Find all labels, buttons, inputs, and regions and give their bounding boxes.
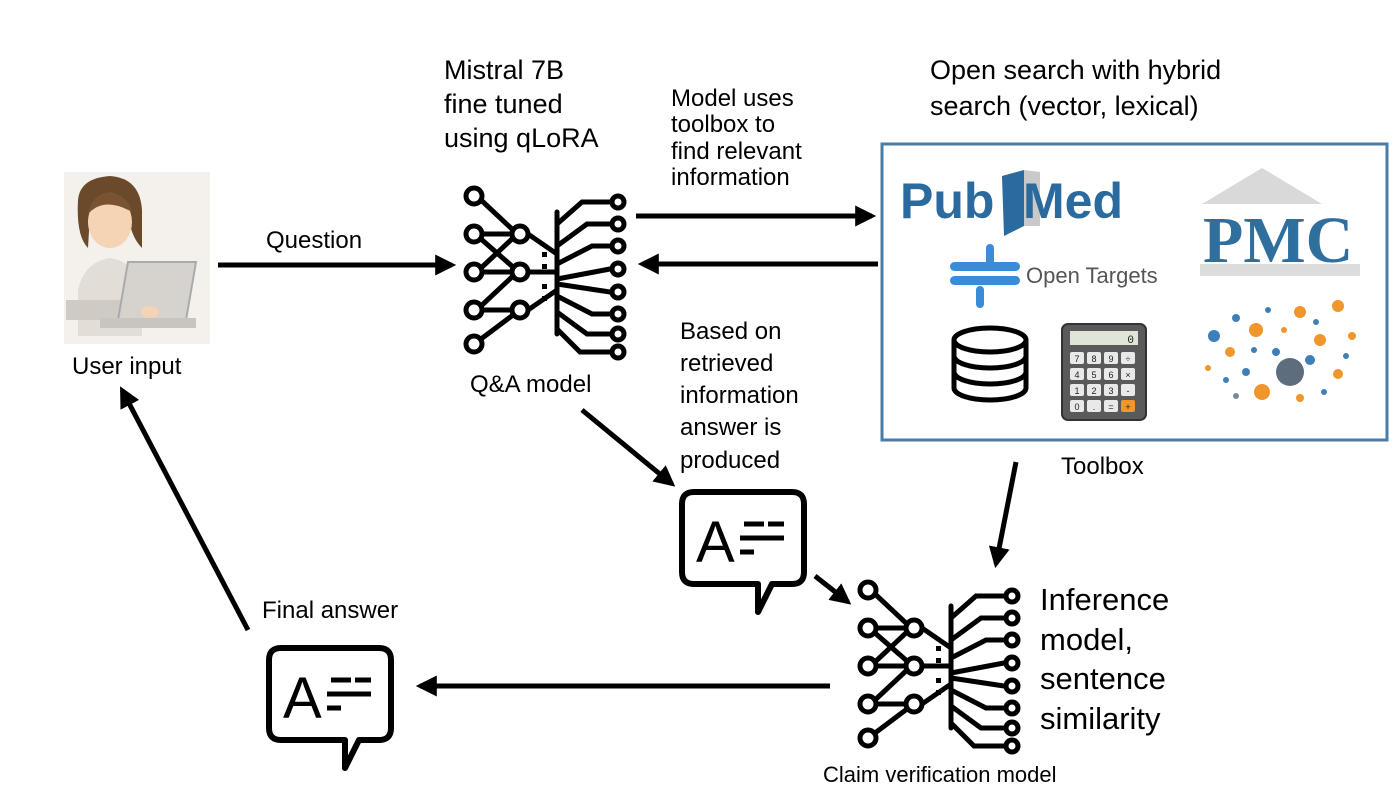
calculator-key xyxy=(1121,368,1135,380)
calculator-key-label: 9 xyxy=(1108,354,1113,364)
network-node xyxy=(1314,334,1326,346)
calculator-key-label: 3 xyxy=(1108,386,1113,396)
network-node xyxy=(1343,353,1349,359)
calculator-key-label: 7 xyxy=(1074,354,1079,364)
network-node xyxy=(1294,306,1306,318)
answer-document-icon xyxy=(682,492,804,612)
network-node xyxy=(1332,300,1344,312)
calculator-key xyxy=(1121,400,1135,412)
calculator-key xyxy=(1104,384,1118,396)
network-node xyxy=(1223,377,1229,383)
calculator-key xyxy=(1087,400,1101,412)
network-node xyxy=(1242,368,1250,376)
calculator-key xyxy=(1070,352,1084,364)
svg-text:0: 0 xyxy=(1127,335,1134,347)
network-node xyxy=(1265,307,1271,313)
qa-model-title: Mistral 7B fine tuned using qLoRA xyxy=(444,55,599,153)
network-node xyxy=(1208,330,1220,342)
calculator-key xyxy=(1104,352,1118,364)
inference-model-label: Inference model, sentence similarity xyxy=(1040,582,1170,737)
network-node xyxy=(1225,347,1235,357)
final-answer-label: Final answer xyxy=(262,597,399,624)
pubmed-logo: Pub Med xyxy=(900,170,1123,236)
final-answer-document-icon xyxy=(269,648,391,768)
calculator-key-label: 0 xyxy=(1074,402,1079,412)
network-node xyxy=(1276,358,1304,386)
calculator-key xyxy=(1070,368,1084,380)
answer-produced-label: Based on retrieved information answer is… xyxy=(680,318,799,474)
answer-produced-arrow xyxy=(580,408,676,487)
network-node xyxy=(1249,323,1263,337)
tool-use-label: Model uses toolbox to find relevant info… xyxy=(671,85,802,192)
calculator-icon: 0 7 8 9 ÷ 4 5 6 × 1 2 3 - 0. = + xyxy=(1061,323,1147,421)
database-icon xyxy=(951,325,1029,403)
network-node xyxy=(1251,347,1257,353)
user-laptop-icon xyxy=(64,172,210,344)
calculator-key xyxy=(1104,400,1118,412)
calculator-key xyxy=(1121,352,1135,364)
open-targets-logo: Open Targets xyxy=(950,244,1158,308)
network-node xyxy=(1272,348,1280,356)
network-node xyxy=(1232,314,1240,322)
answer-to-verification-arrow xyxy=(813,574,852,605)
network-node xyxy=(1333,369,1343,379)
svg-text:Pub: Pub xyxy=(900,173,994,229)
network-node xyxy=(1254,384,1270,400)
claim-neural-network-icon xyxy=(860,582,1018,752)
calculator-key-label: 8 xyxy=(1091,354,1096,364)
claim-verification-label: Claim verification model xyxy=(823,762,1057,787)
network-graph-icon xyxy=(1205,300,1356,402)
network-node xyxy=(1305,355,1315,365)
network-node xyxy=(1233,393,1239,399)
svg-text:Med: Med xyxy=(1023,173,1123,229)
network-node xyxy=(1205,365,1211,371)
calculator-key xyxy=(1087,384,1101,396)
network-node xyxy=(1348,332,1356,340)
calculator-key xyxy=(1070,384,1084,396)
toolbox-label: Toolbox xyxy=(1061,453,1144,480)
calculator-key xyxy=(1121,384,1135,396)
calculator-key-label: ÷ xyxy=(1126,354,1131,364)
calculator-key-label: 2 xyxy=(1091,386,1096,396)
open-search-label: Open search with hybrid search (vector, … xyxy=(930,55,1222,122)
toolbox-to-verification-arrow xyxy=(988,461,1019,569)
network-node xyxy=(1313,319,1319,325)
calculator-key-label: + xyxy=(1125,402,1130,412)
calculator-key-label: - xyxy=(1127,386,1130,396)
calculator-key xyxy=(1104,368,1118,380)
calculator-key-label: × xyxy=(1125,370,1130,380)
calculator-key-label: = xyxy=(1108,402,1113,412)
svg-text:Open Targets: Open Targets xyxy=(1026,263,1158,288)
calculator-key xyxy=(1087,368,1101,380)
qa-neural-network-icon xyxy=(466,188,624,358)
calculator-key xyxy=(1087,352,1101,364)
pmc-logo: PMC xyxy=(1200,168,1360,277)
calculator-key-label: 1 xyxy=(1074,386,1079,396)
calculator-key-label: . xyxy=(1093,402,1096,412)
calculator-key-label: 4 xyxy=(1074,370,1079,380)
network-node xyxy=(1321,389,1327,395)
user-input-label: User input xyxy=(72,353,182,380)
question-label: Question xyxy=(266,227,363,254)
network-node xyxy=(1296,394,1304,402)
calculator-key-label: 6 xyxy=(1108,370,1113,380)
calculator-key-label: 5 xyxy=(1091,370,1096,380)
calculator-key xyxy=(1070,400,1084,412)
final-answer-arrow xyxy=(119,386,251,632)
network-node xyxy=(1281,327,1287,333)
qa-model-label: Q&A model xyxy=(470,371,592,398)
